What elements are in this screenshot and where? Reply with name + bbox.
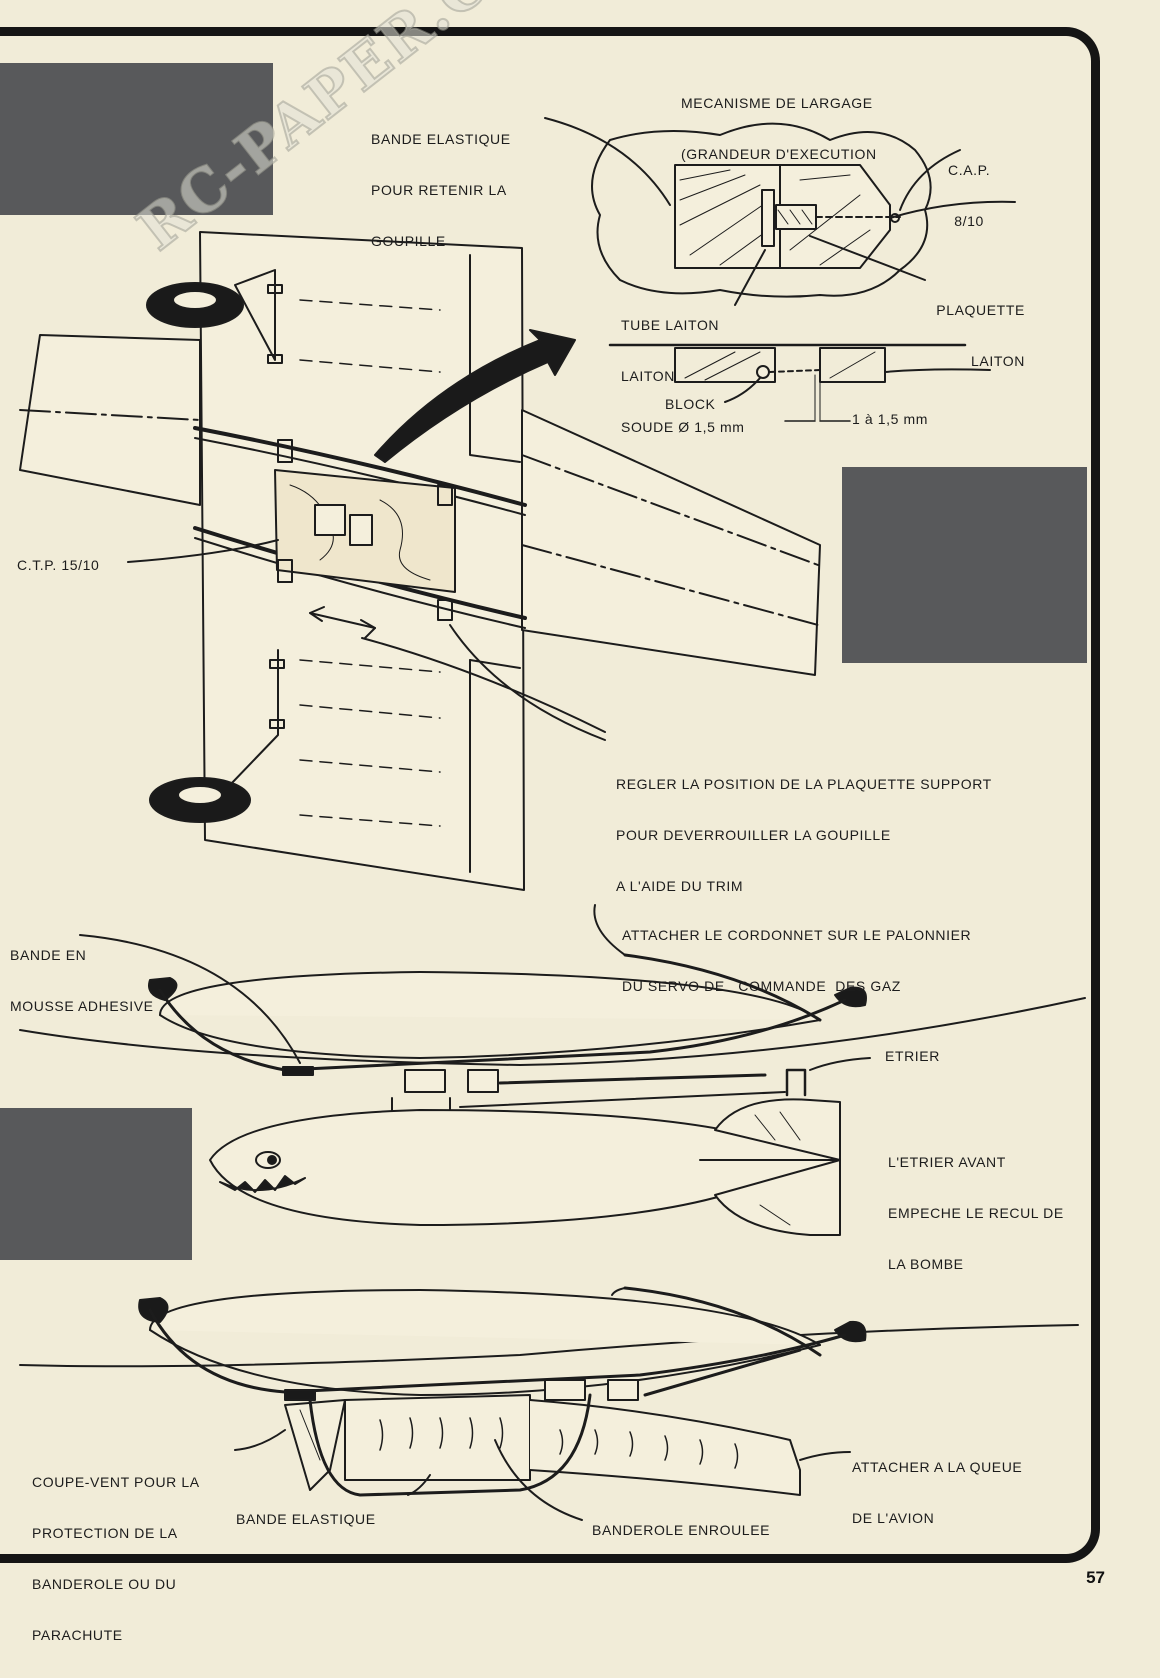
label-elastic-band-pin: BANDE ELASTIQUE POUR RETENIR LA GOUPILLE <box>371 97 511 284</box>
label-banderole: BANDEROLE ENROULEE <box>592 1522 771 1538</box>
label-etrier-avant: L'ETRIER AVANT EMPECHE LE RECUL DE LA BO… <box>888 1120 1064 1307</box>
label-ctp: C.T.P. 15/10 <box>17 557 100 573</box>
label-line: REGLER LA POSITION DE LA PLAQUETTE SUPPO… <box>616 776 992 792</box>
release-mechanism-detail <box>544 117 1016 422</box>
label-attacher-cordonnet: ATTACHER LE CORDONNET SUR LE PALONNIER D… <box>622 893 971 1029</box>
label-line: TUBE LAITON <box>621 317 720 333</box>
label-line: POUR DEVERROUILLER LA GOUPILLE <box>616 827 891 843</box>
bomb-attachment-drawing <box>19 904 1086 1236</box>
label-line: ATTACHER LE CORDONNET SUR LE PALONNIER <box>622 927 972 943</box>
label-line: BANDEROLE OU DU <box>32 1576 177 1592</box>
label-line: ATTACHER A LA QUEUE <box>852 1459 1023 1475</box>
label-tube-laiton: TUBE LAITON LAITON SOUDE Ø 1,5 mm <box>621 283 745 470</box>
label-bande-mousse: BANDE EN MOUSSE ADHESIVE <box>10 913 154 1049</box>
page-frame <box>0 27 1100 1563</box>
label-line: A L'AIDE DU TRIM <box>616 878 744 894</box>
label-line: DE L'AVION <box>852 1510 935 1526</box>
label-line: 8/10 <box>954 213 984 229</box>
label-line: BANDE EN <box>10 947 87 963</box>
gray-block-right <box>842 467 1087 663</box>
label-line: POUR RETENIR LA <box>371 182 507 198</box>
label-attacher-queue: ATTACHER A LA QUEUE DE L'AVION <box>852 1425 1022 1561</box>
technical-drawing <box>19 117 1086 1521</box>
label-line: (GRANDEUR D'EXECUTION <box>681 146 877 162</box>
label-line: C.A.P. <box>948 162 991 178</box>
label-gap: 1 à 1,5 mm <box>852 411 929 427</box>
label-etrier: ETRIER <box>885 1048 940 1064</box>
label-line: PLAQUETTE <box>936 302 1025 318</box>
label-plaquette-laiton: PLAQUETTE LAITON <box>935 268 1025 404</box>
label-line: GOUPILLE <box>371 233 446 249</box>
label-cap: C.A.P. 8/10 <box>948 128 990 264</box>
label-line: SOUDE Ø 1,5 mm <box>621 419 745 435</box>
page-number: 57 <box>1086 1568 1105 1587</box>
label-line: LAITON <box>621 368 675 384</box>
banner-attachment-drawing <box>19 1286 1079 1521</box>
label-line: PARACHUTE <box>32 1627 123 1643</box>
gray-block-bottom-left <box>0 1108 192 1260</box>
label-line: LA BOMBE <box>888 1256 964 1272</box>
label-line: DU SERVO DE COMMANDE DES GAZ <box>622 978 901 994</box>
label-line: LAITON <box>971 353 1025 369</box>
label-block: BLOCK <box>665 396 716 412</box>
label-bande-elastique: BANDE ELASTIQUE <box>236 1511 376 1527</box>
magazine-page: RC-PAPER.COM MECANISME DE LARGAGE (GRAND… <box>0 0 1105 1643</box>
label-regler: REGLER LA POSITION DE LA PLAQUETTE SUPPO… <box>616 742 992 929</box>
label-line: MECANISME DE LARGAGE <box>681 95 873 111</box>
label-line: COUPE-VENT POUR LA <box>32 1474 200 1490</box>
label-mechanism-title: MECANISME DE LARGAGE (GRANDEUR D'EXECUTI… <box>681 61 877 197</box>
label-line: EMPECHE LE RECUL DE <box>888 1205 1064 1221</box>
label-line: PROTECTION DE LA <box>32 1525 178 1541</box>
label-line: L'ETRIER AVANT <box>888 1154 1006 1170</box>
label-coupe-vent: COUPE-VENT POUR LA PROTECTION DE LA BAND… <box>32 1440 200 1678</box>
label-line: BANDE ELASTIQUE <box>371 131 511 147</box>
label-line: MOUSSE ADHESIVE <box>10 998 154 1014</box>
aircraft-wing-assembly <box>19 231 821 891</box>
gray-block-top-left <box>0 63 273 215</box>
